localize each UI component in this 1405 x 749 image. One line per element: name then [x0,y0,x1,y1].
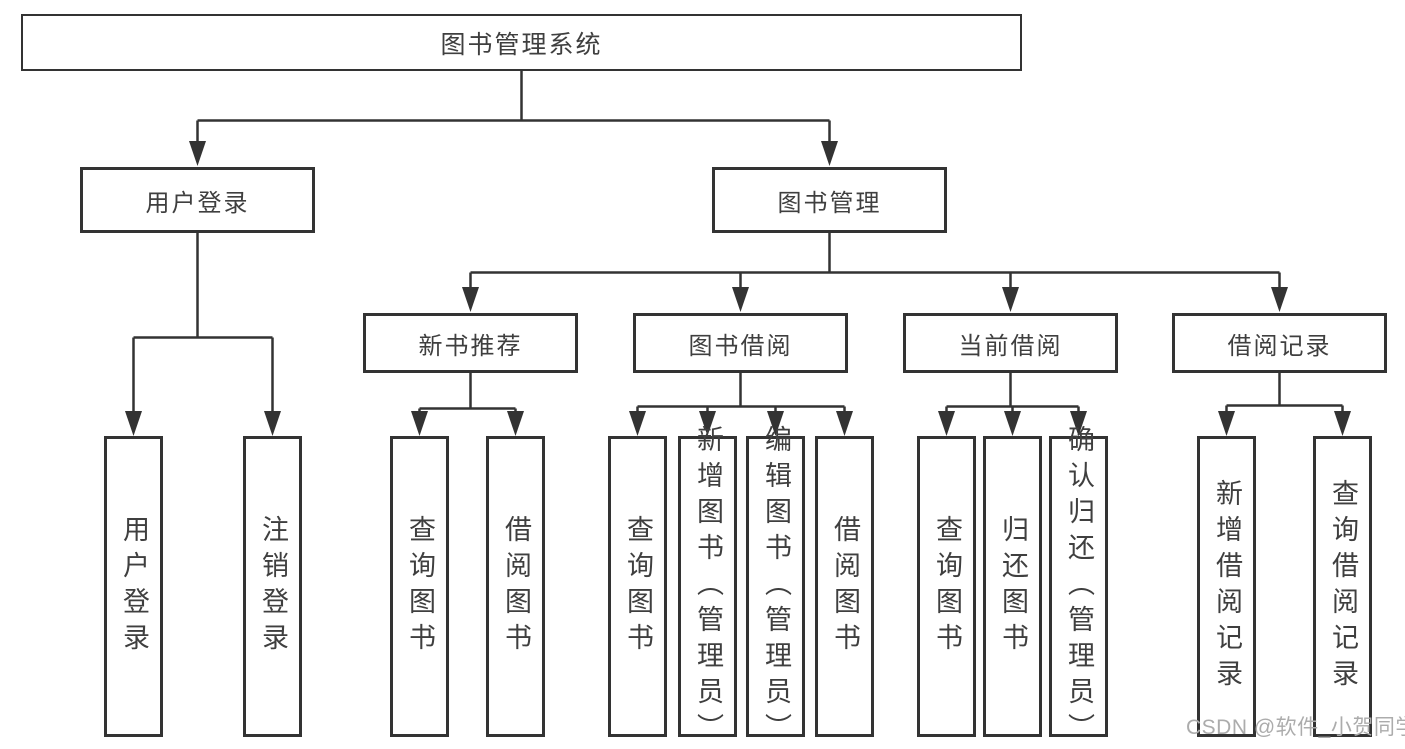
leaf-borrowing-query-books: 查询图书 [608,436,667,737]
leaf-user-login: 用户登录 [104,436,163,737]
leaf-borrow-books: 借阅图书 [815,436,874,737]
leaf-logout: 注销登录 [243,436,302,737]
arrowhead-icon [1002,287,1019,312]
node-label: 新增借阅记录 [1212,478,1242,695]
arrowhead-icon [507,411,524,436]
arrowhead-icon [411,411,428,436]
node-borrowing-records: 借阅记录 [1172,313,1387,373]
node-label: 当前借阅 [958,332,1063,360]
arrowhead-icon [938,411,955,436]
leaf-return-books: 归还图书 [983,436,1042,737]
leaf-current-query-books: 查询图书 [917,436,976,737]
node-label: 注销登录 [258,514,288,659]
node-label: 编辑图书（管理员） [761,424,791,749]
node-label: 查询图书 [405,514,435,659]
leaf-confirm-return-admin: 确认归还（管理员） [1049,425,1108,749]
node-label: 图书借阅 [688,332,793,360]
arrowhead-icon [821,141,838,166]
node-current-borrowing: 当前借阅 [903,313,1118,373]
arrowhead-icon [836,411,853,436]
arrowhead-icon [1334,411,1351,436]
arrowhead-icon [1218,411,1235,436]
node-label: 用户登录 [119,514,149,659]
connector-borrowing-children [636,373,846,418]
arrowhead-icon [264,411,281,436]
connector-current-borrowing-children [945,373,1080,418]
leaf-add-borrowing-record: 新增借阅记录 [1197,436,1256,737]
arrowhead-icon [189,141,206,166]
connector-recommendation-children [418,373,517,418]
node-label: 新书推荐 [418,332,523,360]
node-label: 归还图书 [998,514,1028,659]
connector-user-login-children [132,233,274,418]
node-label: 借阅图书 [830,514,860,659]
connector-records-children [1225,373,1344,418]
leaf-edit-books-admin: 编辑图书（管理员） [746,425,805,749]
arrowhead-icon [125,411,142,436]
connector-root-to-level2 [196,71,831,148]
node-library-management-system: 图书管理系统 [21,14,1022,71]
node-book-borrowing: 图书借阅 [633,313,848,373]
csdn-watermark: CSDN @软件_小贺同学 [1186,716,1405,739]
node-label: 借阅图书 [501,514,531,659]
node-label: 查询图书 [623,514,653,659]
arrowhead-icon [629,411,646,436]
node-label: 图书管理 [777,189,882,217]
node-new-book-recommendation: 新书推荐 [363,313,578,373]
leaf-add-books-admin: 新增图书（管理员） [678,425,737,749]
arrowhead-icon [462,287,479,312]
connector-book-management-children [469,233,1281,294]
node-label: 用户登录 [145,189,250,217]
node-user-login: 用户登录 [80,167,315,233]
arrowhead-icon [1271,287,1288,312]
arrowhead-icon [732,287,749,312]
node-label: 查询借阅记录 [1328,478,1358,695]
leaf-query-borrowing-record: 查询借阅记录 [1313,436,1372,737]
node-label: 借阅记录 [1227,332,1332,360]
node-label: 图书管理系统 [440,30,603,59]
node-label: 确认归还（管理员） [1064,424,1094,749]
node-book-management: 图书管理 [712,167,947,233]
leaf-recommend-borrow-books: 借阅图书 [486,436,545,737]
arrowhead-icon [1004,411,1021,436]
node-label: 新增图书（管理员） [693,424,723,749]
leaf-recommend-query-books: 查询图书 [390,436,449,737]
node-label: 查询图书 [932,514,962,659]
